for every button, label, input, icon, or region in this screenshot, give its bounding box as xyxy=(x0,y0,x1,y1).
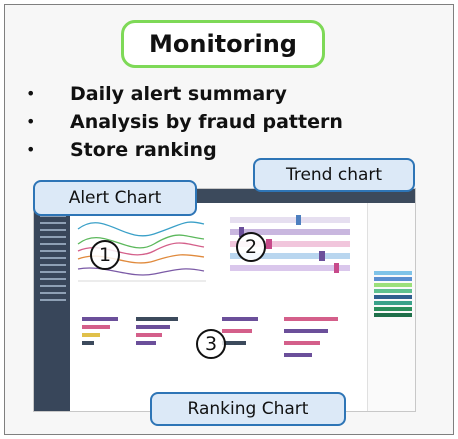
ranking-chart-callout: Ranking Chart xyxy=(150,392,346,426)
marker-2-badge: 2 xyxy=(236,232,266,262)
dashboard-preview-graphic xyxy=(77,215,412,357)
filter-color-list xyxy=(374,271,412,317)
marker-1-badge: 1 xyxy=(90,240,120,270)
ranking-bar-chart xyxy=(82,317,338,357)
trend-heat-chart xyxy=(230,215,350,273)
bullet-item: • Analysis by fraud pattern xyxy=(26,108,446,136)
feature-list: • Daily alert summary • Analysis by fraud … xyxy=(26,80,446,164)
bullet-marker: • xyxy=(26,112,36,131)
alert-chart-callout: Alert Chart xyxy=(33,180,197,216)
bullet-text: Daily alert summary xyxy=(70,83,287,105)
slide-title: Monitoring xyxy=(121,20,325,68)
marker-3-badge: 3 xyxy=(196,329,226,359)
bullet-marker: • xyxy=(26,140,36,159)
bullet-item: • Store ranking xyxy=(26,136,446,164)
bullet-text: Analysis by fraud pattern xyxy=(70,111,343,133)
bullet-item: • Daily alert summary xyxy=(26,80,446,108)
trend-chart-callout: Trend chart xyxy=(253,158,415,192)
bullet-text: Store ranking xyxy=(70,139,217,161)
bullet-marker: • xyxy=(26,84,36,103)
dashboard-screenshot xyxy=(33,188,416,412)
